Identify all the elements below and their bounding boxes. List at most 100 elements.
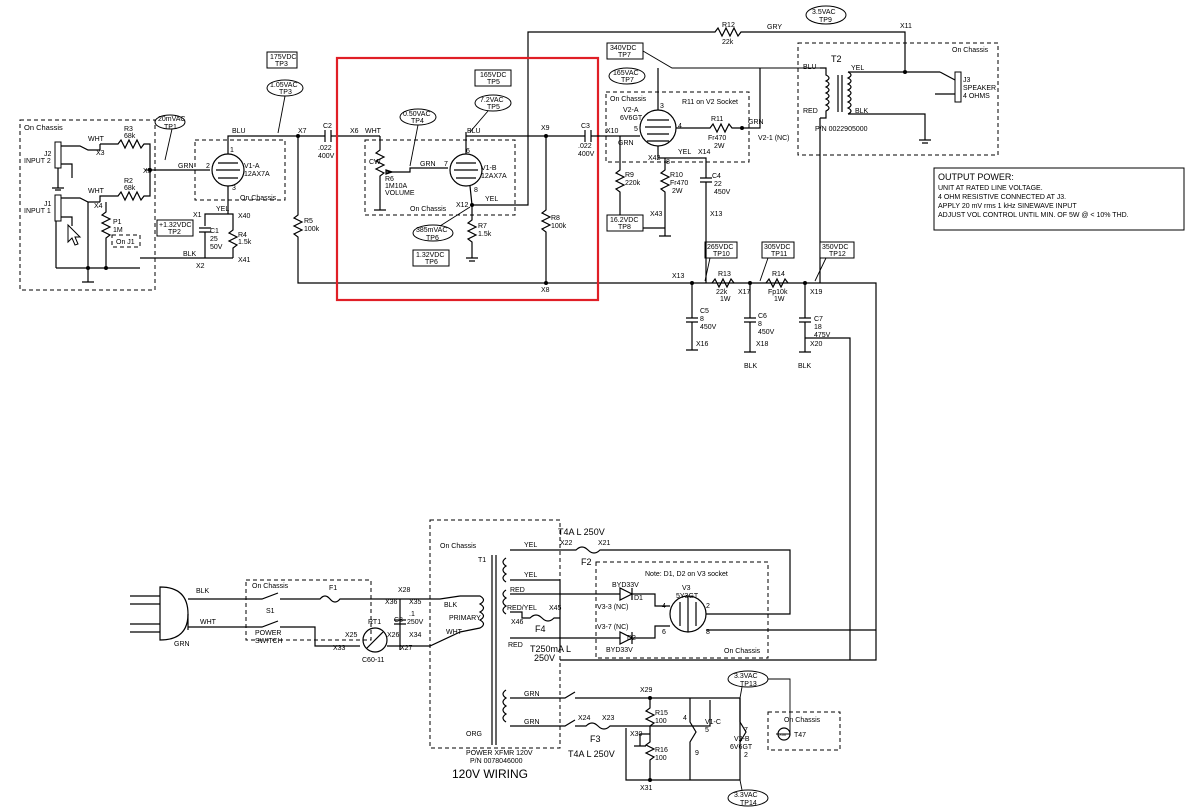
c8-voltage: 250V — [407, 619, 424, 626]
capacitor-c8 — [394, 599, 406, 650]
v3-label: V3 — [682, 585, 691, 592]
d2-label: D2 — [627, 635, 636, 642]
grn-label: GRN — [420, 161, 436, 168]
v2b-type: 6V6GT — [730, 744, 753, 751]
x6-label: X6 — [350, 128, 359, 135]
x17-label: X17 — [738, 289, 751, 296]
x4-label: X4 — [94, 203, 103, 210]
v2a-chassis-boundary — [605, 91, 750, 163]
r5-value: 100k — [304, 226, 320, 233]
resistor-r7 — [466, 205, 478, 262]
wiring-title: 120V WIRING — [452, 767, 528, 781]
tp5-dc-badge — [474, 69, 512, 87]
pilot-lamp-icon — [777, 727, 791, 741]
x42-label: X42 — [648, 155, 661, 162]
fuse-f4 — [510, 611, 560, 622]
v2a-chassis-label: On Chassis — [610, 96, 647, 103]
speaker-jack-j3 — [954, 71, 962, 103]
capacitor-c2 — [324, 130, 332, 142]
v2a-name: V2-A — [623, 107, 639, 114]
v21-label: V2-1 (NC) — [758, 135, 790, 142]
f4-rating2: 250V — [534, 653, 555, 663]
tp13-value: 3.3VAC — [734, 673, 758, 680]
tp14-name: TP14 — [740, 800, 757, 807]
grn-label: GRN — [618, 140, 634, 147]
tp1-value: 20mVAC — [158, 116, 186, 123]
tp8-badge — [606, 214, 644, 232]
r6-label: R6 — [385, 176, 394, 183]
t1-chassis-boundary — [429, 519, 561, 749]
t2-blk-label: BLK — [855, 108, 869, 115]
r13-r14-chain — [560, 210, 877, 661]
v3-pin8: 8 — [706, 629, 710, 636]
c6-value: 8 — [758, 321, 762, 328]
tp6-ac-value: 385mVAC — [416, 227, 447, 234]
tp3-ac-value: 1.05VAC — [270, 82, 298, 89]
primary-label: PRIMARY — [449, 615, 481, 622]
tp13-pointer — [739, 678, 791, 735]
resistor-r2 — [99, 170, 151, 202]
r10-value: Fr470 — [670, 180, 688, 187]
rectifier-chassis-label: On Chassis — [724, 648, 761, 655]
j2-ground — [52, 168, 64, 191]
c7-label: C7 — [814, 316, 823, 323]
capacitor-c6 — [744, 283, 756, 353]
tp10-badge — [704, 241, 738, 259]
t2-blu-label: BLU — [803, 64, 817, 71]
v33-label: V3-3 (NC) — [597, 604, 629, 611]
r11-value: Fr470 — [708, 135, 726, 142]
c2-label: C2 — [323, 123, 332, 130]
switch-chassis-label: On Chassis — [252, 583, 289, 590]
r4-value: 1.5k — [238, 239, 252, 246]
v1c-pin5: 5 — [705, 727, 709, 734]
tp6-dc-badge — [412, 249, 450, 267]
f2-rating: T4A L 250V — [558, 527, 605, 537]
input-jack-wiring — [61, 144, 101, 226]
x29-label: X29 — [640, 687, 653, 694]
v1a-type: 12AX7A — [244, 171, 270, 178]
v1a-name: V1-A — [244, 163, 260, 170]
on-j1-box — [111, 234, 141, 248]
tp11-badge — [761, 241, 795, 259]
f3-rating: T4A L 250V — [568, 749, 615, 759]
x36-label: X36 — [385, 599, 398, 606]
on-j1-label: On J1 — [116, 239, 135, 246]
v1a-pin3: 3 — [232, 185, 236, 192]
r7-label: R7 — [478, 223, 487, 230]
x18-label: X18 — [756, 341, 769, 348]
v1c-label: V1-C — [705, 719, 721, 726]
input-chassis-boundary — [19, 119, 156, 291]
input-section: On Chassis J2 INPUT 2 J1 INPUT 1 WHT WHT… — [19, 119, 156, 291]
r8-label: R8 — [551, 215, 560, 222]
v1c-pin4: 4 — [683, 715, 687, 722]
rectifier-chassis-boundary — [595, 561, 769, 659]
jack-j1 — [54, 194, 62, 222]
tp5-ac-badge — [474, 94, 512, 112]
v3-outputs — [706, 613, 876, 631]
power-switch-s1 — [250, 592, 400, 647]
x46-label: X46 — [511, 619, 524, 626]
v2a-pin3: 3 — [660, 103, 664, 110]
f2-label: F2 — [581, 557, 592, 567]
c1-voltage: 50V — [210, 244, 223, 251]
x21-label: X21 — [598, 540, 611, 547]
j1-label: J1 — [44, 201, 52, 208]
tp6-dc-name: TP6 — [425, 259, 438, 266]
node-dot — [104, 266, 108, 270]
tp13-name: TP13 — [740, 681, 757, 688]
heater-filaments — [689, 698, 747, 780]
r5-label: R5 — [304, 218, 313, 225]
node-dot — [740, 126, 744, 130]
xfmr-label: POWER XFMR 120V — [466, 750, 533, 757]
v1a-chassis-boundary — [194, 139, 286, 201]
r14-watt: 1W — [774, 296, 785, 303]
c3-label: C3 — [581, 123, 590, 130]
speaker-ground — [919, 139, 931, 144]
heater-ground — [634, 733, 650, 747]
output-power-line4: ADJUST VOL CONTROL UNTIL MIN. OF 5W @ < … — [938, 212, 1129, 219]
tp9-value: 3.5VAC — [812, 9, 836, 16]
r11-socket-note: R11 on V2 Socket — [682, 99, 738, 106]
volume-pot-r6 — [374, 136, 386, 211]
b-plus-supply: 265VDC TP10 305VDC TP11 350VDC TP12 X13 … — [560, 210, 877, 661]
p1-label: P1 — [113, 219, 122, 226]
